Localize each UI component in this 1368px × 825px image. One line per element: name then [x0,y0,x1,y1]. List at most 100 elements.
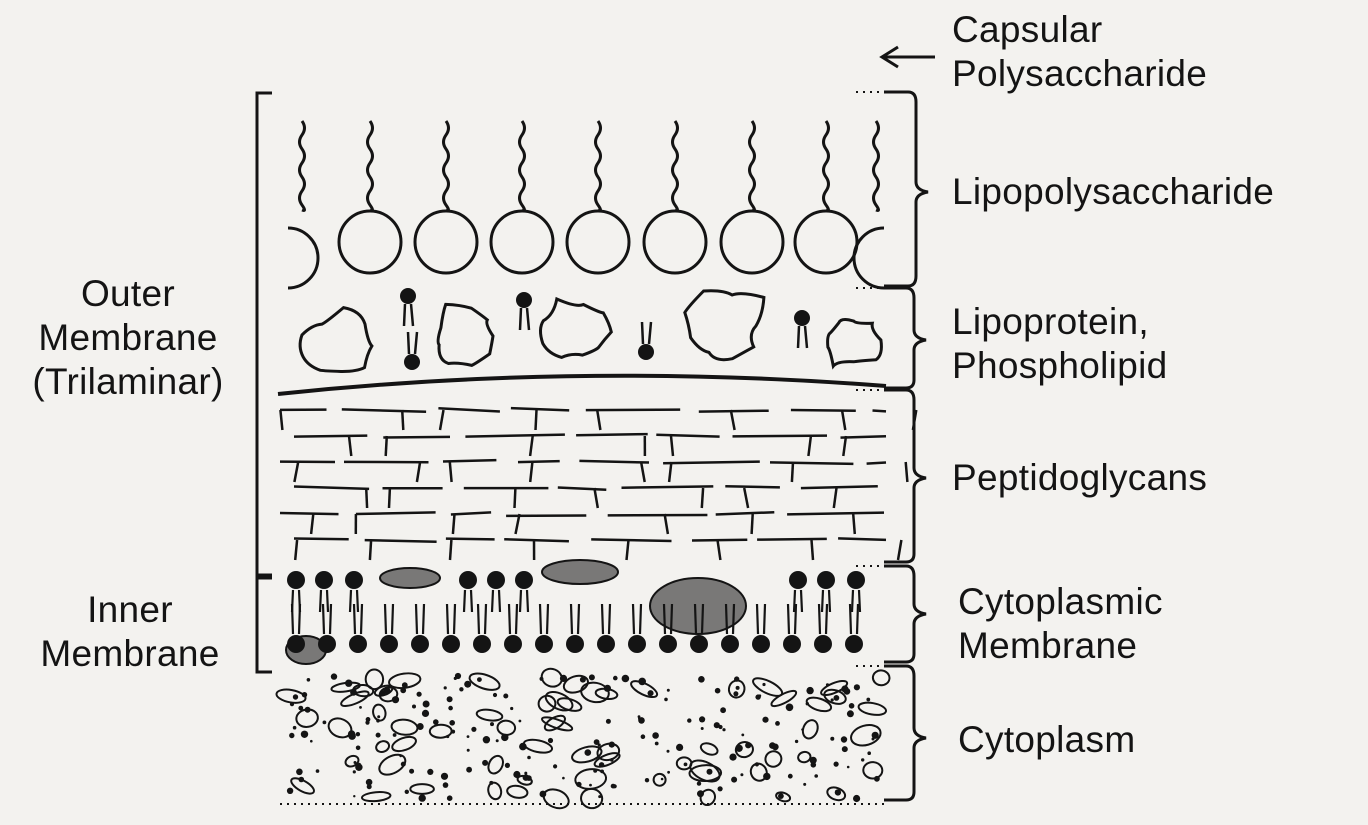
lipid-head-inner [566,635,584,653]
lipid-tail-inner [757,604,765,634]
cytoplasm-granule [523,774,530,781]
cytoplasm-granule [422,710,429,717]
cytoplasm-granule [842,746,848,752]
polysaccharide-chain [300,121,305,210]
cytoplasm-line-1: Cytoplasm [958,718,1135,762]
lps-head [854,228,884,288]
lipid-head-outer [817,571,835,589]
cytoplasm-granule [867,751,871,755]
lipid-head-inner [411,635,429,653]
cytoplasm-granule [841,685,848,692]
cytoplasm-granule [392,696,399,703]
cytoplasm-vesicle [362,791,391,802]
polysaccharide-chain [874,121,879,210]
lipid-head-inner [659,635,677,653]
cytoplasm-granule [496,739,499,742]
peptide-crosslink [906,462,908,482]
cytoplasm-vesicle [595,688,618,701]
lipoprotein-blob [540,299,611,357]
outer-membrane-bracket [257,93,272,575]
cytoplasm-granule [786,704,794,712]
polysaccharide-chain [596,121,601,210]
cytoplasm-granule [834,695,840,701]
lipid-head-outer [315,571,333,589]
cytoplasm-granule [510,707,513,710]
lipid-tail-inner [509,604,517,634]
lipid-head-outer [789,571,807,589]
peptide-crosslink [718,540,721,560]
cytoplasm-vesicle [751,675,785,700]
phospholipid-tail [404,304,413,326]
cytoplasm-vesicle [541,786,572,812]
outer-membrane-label: Outer Membrane (Trilaminar) [6,272,250,404]
lipoprotein-blob [300,308,372,372]
lipid-head-outer [847,571,865,589]
peptide-crosslink [641,462,645,482]
cytoplasm-granule [441,773,448,780]
cytoplasm-vesicle [486,781,503,800]
cytoplasm-granule [638,717,645,724]
cytoplasm-granule [648,691,652,695]
peptidoglycan-mesh [280,408,916,560]
membrane-protein [542,560,618,584]
lipid-head-outer [459,571,477,589]
cytoplasm-granule [405,790,409,794]
polysaccharide-chain [444,121,449,210]
lipoprotein-blob [828,319,882,366]
cytoplasm-granule [451,730,455,734]
cytoplasm-granule [299,777,305,783]
cytoplasm-granule [417,723,424,730]
peptide-crosslink [349,436,351,456]
polysaccharide-chain [368,121,373,210]
cytoplasm-granule [874,776,880,782]
cytoplasm-vesicle [390,734,417,754]
cytoplasm-granule [356,732,360,736]
lipid-head-inner [349,635,367,653]
outer-membrane-line [278,376,886,394]
glycan-strand [622,486,714,487]
peptide-crosslink [530,462,532,482]
lipoprotein-phospholipid-layer [300,288,881,372]
cytoplasm-granule [287,788,293,794]
lipid-tail-inner [540,604,548,634]
cytoplasm-granule [741,734,744,737]
lipid-head-inner [628,635,646,653]
glycan-strand [733,436,828,437]
cytoplasm-granule [353,795,355,797]
cytoplasm-granule [447,795,453,801]
cytoplasm-vesicle [468,670,502,693]
cytoplasm-vesicle [476,708,503,722]
peptide-crosslink [842,410,845,430]
cytoplasm-granule [427,769,433,775]
glycan-strand [294,436,367,437]
cytoplasm-vesicle [375,739,391,753]
cytoplasm-granule [778,793,784,799]
cytoplasm-granule [323,721,327,725]
cytoplasm-granule [562,777,565,780]
lps-head [721,211,783,273]
cytoplasm-granule [501,734,508,741]
cytoplasm-granule [490,722,494,726]
lipid-head-inner [845,635,863,653]
cytoplasm-granule [762,683,765,686]
cytoplasm-granule [718,786,723,791]
peptide-crosslink [366,488,367,508]
inner-label-line-1: Inner [12,588,248,632]
cytoplasm-granule [548,738,553,743]
lipoprotein-blob [685,291,764,360]
lipid-head-inner [783,635,801,653]
lipid-tail-outer [794,590,802,612]
cytoplasm-granule [356,746,361,751]
glycan-strand [518,461,560,462]
lps-head [415,211,477,273]
cytoplasm-granule [699,716,705,722]
cytoplasm-granule [354,761,357,764]
cytoplasmic-membrane-label: Cytoplasmic Membrane [958,580,1163,668]
lipid-tail-inner [478,604,486,634]
lps-head [567,211,629,273]
cytoplasm-granule [289,733,294,738]
cytoplasm-granule [446,735,449,738]
peptide-crosslink [295,540,297,560]
cytoplasm-granule [698,676,705,683]
